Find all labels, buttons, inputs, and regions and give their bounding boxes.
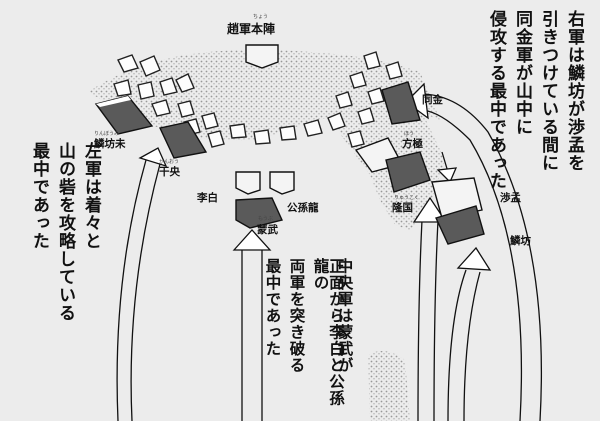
unit-mobu xyxy=(235,197,283,229)
mobu-label: 蒙武 xyxy=(257,224,278,236)
fortress-stones xyxy=(113,51,403,148)
unit-rinbou xyxy=(435,205,485,245)
caption-center-col3: 両軍を突き破る xyxy=(287,258,306,374)
dokin-label: 同金 xyxy=(422,94,443,106)
caption-left-col1: 左軍は着々と xyxy=(81,142,101,250)
advance-arrows xyxy=(116,82,542,421)
unit-rinbomi xyxy=(94,95,154,135)
rinbomi-label: 鱗坊未 xyxy=(94,138,126,150)
hq-unit xyxy=(245,44,279,69)
shomou-label: 渉孟 xyxy=(500,192,521,204)
kanou-ruby: かんおう xyxy=(159,159,180,165)
unit-ryuukoku xyxy=(385,151,431,193)
rinbou-label: 鱗坊 xyxy=(510,235,531,247)
rinbomi-ruby: りんぼうみ xyxy=(94,131,120,137)
unit-blocks xyxy=(94,44,485,245)
mountain-ridge xyxy=(88,50,440,141)
hq-ruby: ちょう xyxy=(253,14,269,20)
caption-left-col2: 山の砦を攻略している xyxy=(55,142,75,322)
caption-center-col1: 中央軍は蒙武が xyxy=(335,258,354,374)
kousonryuu-label: 公孫龍 xyxy=(287,202,319,214)
rubble-right xyxy=(368,351,410,421)
caption-center-col2: 正面から李白と公孫龍の xyxy=(311,258,346,407)
ryuukoku-label: 隆国 xyxy=(392,202,413,214)
unit-kanou xyxy=(158,121,208,159)
caption-right-col3: 同金軍が山中に xyxy=(512,10,532,136)
ryuukoku-ruby: りゅうこく xyxy=(394,195,420,201)
unit-dokin xyxy=(381,81,421,125)
mobu-ruby: もうぶ xyxy=(258,216,273,222)
caption-center-col4: 最中であった xyxy=(263,258,282,357)
caption-right-col4: 侵攻する最中であった xyxy=(486,10,506,190)
unit-rihaku xyxy=(235,171,261,195)
hq-label: 趙軍本陣 xyxy=(227,22,276,36)
caption-right-col1: 右軍は鱗坊が渉孟を xyxy=(564,10,584,172)
caption-left-col3: 最中であった xyxy=(29,142,49,250)
houmu-ruby: ほう xyxy=(404,131,415,137)
unit-kousonryuu xyxy=(269,171,295,195)
kanou-label: 干央 xyxy=(159,166,180,178)
rihaku-label: 李白 xyxy=(197,192,218,204)
caption-right-col2: 引きつけている間に xyxy=(538,10,558,172)
houmu-label: 方極 xyxy=(402,138,423,150)
